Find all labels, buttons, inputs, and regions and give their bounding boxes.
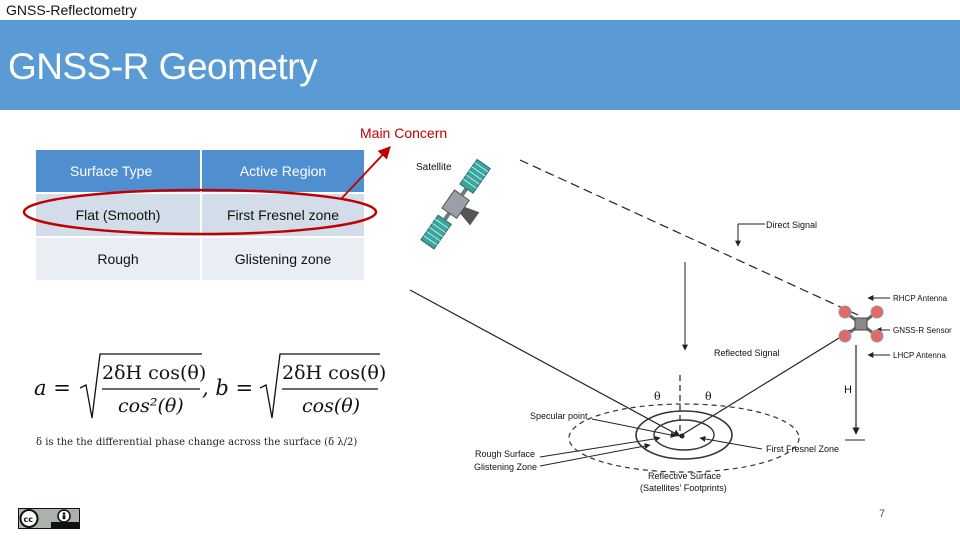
specular-point (679, 433, 685, 439)
delta-definition: δ is the the differential phase change a… (36, 437, 358, 448)
sqrt-b-symbol (259, 353, 380, 419)
main-concern-arrow (341, 146, 391, 199)
rough-surface-pointer (539, 435, 661, 458)
surface-table: Surface Type Active Region Flat (Smooth)… (36, 150, 366, 280)
main-concern-label: Main Concern (360, 125, 448, 141)
satellite-label: Satellite (416, 162, 452, 173)
gnss-r-sensor-icon (838, 305, 884, 343)
formula-b-numerator: 2δH cos(θ) (282, 362, 386, 384)
height-label: H (844, 384, 852, 396)
title-banner (0, 20, 960, 110)
table-row: Rough Glistening zone (36, 236, 366, 280)
cell-surface-rough: Rough (36, 236, 202, 280)
table-row: Flat (Smooth) First Fresnel zone (36, 192, 366, 236)
axes-formula: a = 2δH cos(θ) cos²(θ) , b = 2δH cos(θ) … (34, 352, 394, 436)
direct-signal-label: Direct Signal (766, 220, 817, 230)
highlight-ellipse (22, 188, 378, 236)
direct-signal-line (519, 159, 859, 316)
first-fresnel-zone-ellipse (653, 419, 715, 451)
formula-b-denominator: cos(θ) (302, 395, 360, 417)
page-number: 7 (879, 508, 886, 520)
glistening-pointer (539, 443, 651, 467)
formula-a-numerator: 2δH cos(θ) (102, 362, 206, 384)
theta-right-label: θ (705, 390, 712, 403)
formula-a-lhs: a = (34, 376, 71, 400)
footprints-label: (Satellites' Footprints) (640, 483, 727, 493)
cell-region-glistening: Glistening zone (202, 236, 366, 280)
sqrt-a-symbol (79, 353, 202, 419)
satellite-icon (420, 158, 491, 250)
theta-left-label: θ (654, 390, 661, 403)
incident-signal-line (409, 289, 681, 437)
formula-svg: a = 2δH cos(θ) cos²(θ) , b = 2δH cos(θ) … (34, 353, 386, 419)
table-header-row: Surface Type Active Region (36, 150, 366, 192)
deck-title: GNSS-Reflectometry (6, 2, 137, 18)
first-fresnel-zone-label: First Fresnel Zone (766, 444, 839, 454)
fresnel-pointer (699, 435, 763, 450)
gnssr-sensor-label: GNSS-R Sensor (893, 326, 952, 335)
reflective-surface-label: Reflective Surface (648, 471, 721, 481)
specular-pointer (591, 418, 677, 438)
glistening-zone-label: Glistening Zone (474, 462, 537, 472)
specular-point-label: Specular point (530, 411, 588, 421)
rough-surface-label: Rough Surface (475, 449, 535, 459)
glistening-zone-ellipse (635, 410, 733, 460)
svg-text:cc: cc (24, 515, 34, 524)
rhcp-antenna-label: RHCP Antenna (893, 294, 948, 303)
cc-by-icon: cc (18, 508, 80, 529)
header-surface-type: Surface Type (36, 150, 202, 192)
slide-title: GNSS-R Geometry (8, 46, 318, 87)
surface-dashed-ellipse (568, 403, 800, 473)
formula-b-lhs: , b = (202, 376, 253, 400)
lhcp-antenna-label: LHCP Antenna (893, 351, 946, 360)
reflected-signal-line (679, 329, 853, 437)
formula-a-denominator: cos²(θ) (118, 395, 184, 417)
reflected-signal-label: Reflected Signal (714, 348, 780, 358)
header-active-region: Active Region (202, 150, 366, 192)
